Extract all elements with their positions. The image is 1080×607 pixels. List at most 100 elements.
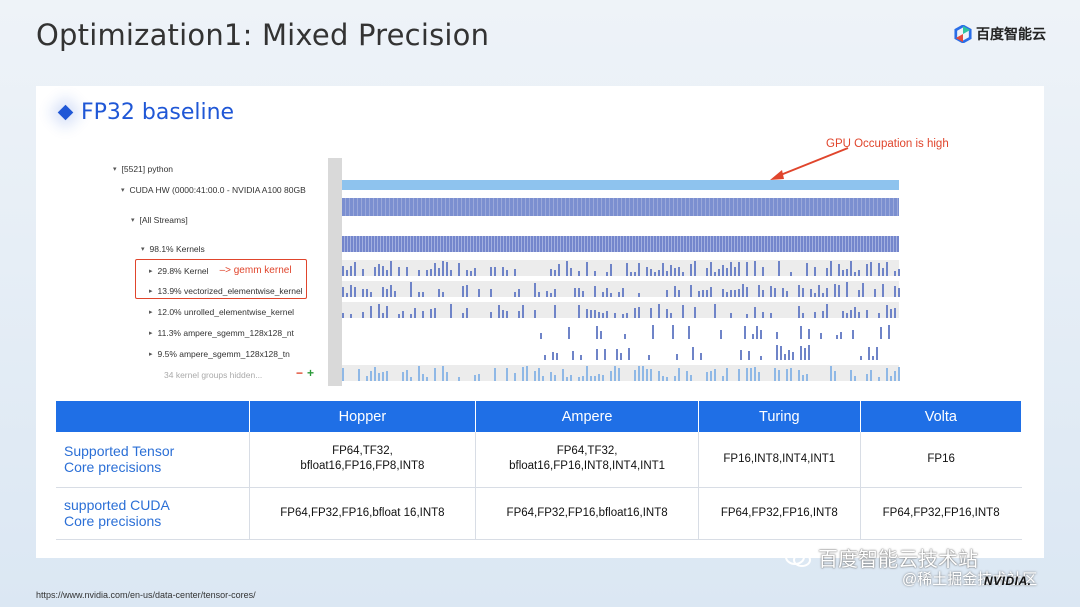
kernel-bar xyxy=(594,271,596,276)
kernel-bar xyxy=(406,267,408,276)
kernel-bar xyxy=(806,374,808,381)
kernel-bar xyxy=(582,376,584,381)
bullet-diamond-icon xyxy=(57,104,74,121)
tree-row-all-streams[interactable]: ▾[All Streams] xyxy=(131,215,188,225)
kernel-bar xyxy=(682,272,684,276)
cell-turing-cuda: FP64,FP32,FP16,INT8 xyxy=(698,487,861,540)
kernel-bar xyxy=(498,305,500,318)
kernel-bar xyxy=(350,266,352,276)
kernel-bar xyxy=(706,268,708,276)
kernel-bar xyxy=(466,308,468,318)
kernel-bar xyxy=(550,269,552,276)
kernel-bar xyxy=(726,292,728,297)
kernel-bar xyxy=(594,376,596,381)
expand-arrow-icon[interactable]: ▾ xyxy=(141,246,145,253)
kernel-bar xyxy=(882,284,884,297)
kernel-bar xyxy=(810,289,812,297)
kernel-bar xyxy=(458,377,460,381)
kernel-bar xyxy=(596,349,598,360)
kernel-bar xyxy=(760,330,762,339)
tree-row-sgemm-tn[interactable]: ▸9.5% ampere_sgemm_128x128_tn xyxy=(149,349,290,359)
kernel-bar xyxy=(780,346,782,360)
kernel-bar xyxy=(386,270,388,276)
kernel-bar xyxy=(890,376,892,381)
kernel-bar xyxy=(544,355,546,360)
tree-row-cuda-hw[interactable]: ▾CUDA HW (0000:41:00.0 - NVIDIA A100 80G… xyxy=(121,185,306,195)
tree-row-kernel[interactable]: ▸29.8% Kernel–> gemm kernel xyxy=(149,265,292,276)
expand-button[interactable]: + xyxy=(307,366,315,380)
kernel-bar xyxy=(710,371,712,381)
tree-row-process[interactable]: ▾[5521] python xyxy=(113,164,174,174)
kernel-bar xyxy=(522,367,524,381)
expand-arrow-icon[interactable]: ▾ xyxy=(113,166,117,173)
kernel-bar xyxy=(618,368,620,381)
kernel-bar xyxy=(646,369,648,381)
tree-row-sgemm-nt[interactable]: ▸11.3% ampere_sgemm_128x128_nt xyxy=(149,328,294,338)
tree-row-vectorized[interactable]: ▸13.9% vectorized_elementwise_kernel xyxy=(149,286,303,296)
source-url[interactable]: https://www.nvidia.com/en-us/data-center… xyxy=(36,590,256,600)
kernel-bar xyxy=(502,267,504,276)
kernel-bar xyxy=(598,312,600,318)
collapse-arrow-icon[interactable]: ▸ xyxy=(149,351,153,358)
vectorized-lane xyxy=(342,281,900,297)
kernel-bar xyxy=(758,372,760,381)
kernel-bar xyxy=(350,314,352,318)
kernel-bar xyxy=(534,283,536,297)
kernel-bar xyxy=(394,291,396,297)
collapse-arrow-icon[interactable]: ▸ xyxy=(149,330,153,337)
kernel-bar xyxy=(894,286,896,297)
kernel-bar xyxy=(538,368,540,381)
kernel-bar xyxy=(798,370,800,381)
kernel-lane xyxy=(342,260,900,276)
gpu-occupation-note: GPU Occupation is high xyxy=(826,138,949,150)
kernel-bar xyxy=(610,264,612,276)
kernel-bar xyxy=(596,326,598,339)
tree-row-kernels[interactable]: ▾98.1% Kernels xyxy=(141,244,205,254)
kernel-bar xyxy=(346,270,348,276)
kernel-bar xyxy=(688,326,690,339)
kernel-bar xyxy=(858,270,860,276)
kernel-bar xyxy=(658,371,660,381)
collapse-button[interactable]: − xyxy=(296,366,304,380)
tree-row-unrolled[interactable]: ▸12.0% unrolled_elementwise_kernel xyxy=(149,307,295,317)
kernel-bar xyxy=(398,314,400,318)
timeline-lanes[interactable] xyxy=(342,158,900,386)
cell-volta-tensor: FP16 xyxy=(860,432,1022,488)
kernel-bar xyxy=(826,268,828,276)
kernel-bar xyxy=(374,367,376,381)
kernel-bar xyxy=(840,332,842,339)
kernel-bar xyxy=(702,290,704,297)
section-heading: FP32 baseline xyxy=(57,100,234,125)
kernel-bar xyxy=(826,304,828,318)
kernel-bar xyxy=(362,269,364,276)
kernel-bar xyxy=(748,351,750,360)
kernel-bar xyxy=(552,352,554,360)
wechat-icon xyxy=(785,548,811,567)
collapse-arrow-icon[interactable]: ▸ xyxy=(149,267,153,275)
kernel-bar xyxy=(606,311,608,318)
collapse-arrow-icon[interactable]: ▸ xyxy=(149,288,153,295)
kernel-bar xyxy=(542,376,544,381)
kernel-bar xyxy=(746,287,748,297)
kernel-bar xyxy=(606,288,608,297)
kernel-bar xyxy=(834,371,836,381)
kernel-bar xyxy=(778,370,780,381)
kernel-bar xyxy=(462,286,464,297)
sgemm-nt-lane xyxy=(342,323,899,339)
kernel-bar xyxy=(610,293,612,297)
kernel-bar xyxy=(738,262,740,276)
kernel-bar xyxy=(370,292,372,297)
expand-arrow-icon[interactable]: ▾ xyxy=(121,187,125,194)
expand-arrow-icon[interactable]: ▾ xyxy=(131,217,135,224)
kernel-bar xyxy=(578,288,580,297)
watermark: 百度智能云技术站 xyxy=(784,543,978,572)
timeline-ruler[interactable] xyxy=(328,158,342,386)
kernel-bar xyxy=(610,371,612,381)
collapse-arrow-icon[interactable]: ▸ xyxy=(149,309,153,316)
kernel-bar xyxy=(710,262,712,276)
kernel-bar xyxy=(578,305,580,318)
tree-row-hidden-groups[interactable]: 34 kernel groups hidden... xyxy=(164,370,263,380)
kernel-bar xyxy=(666,309,668,318)
kernel-bar xyxy=(526,366,528,381)
kernel-bar xyxy=(614,313,616,318)
